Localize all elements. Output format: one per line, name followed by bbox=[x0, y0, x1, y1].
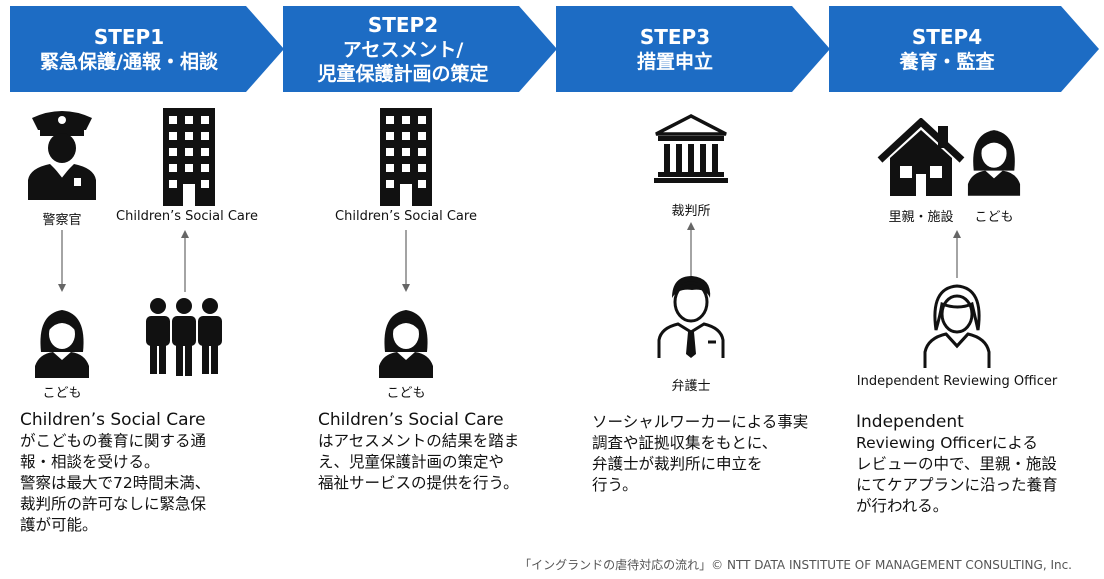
arrow-up-iro-to-foster bbox=[953, 230, 961, 278]
step1-subtitle: 緊急保護/通報・相談 bbox=[40, 50, 218, 73]
court-label: 裁判所 bbox=[671, 204, 711, 219]
step2-banner: STEP2 アセスメント/ 児童保護計画の策定 bbox=[283, 6, 557, 92]
step4-banner: STEP4 養育・監査 bbox=[829, 6, 1099, 92]
social-care-label-2: Children’s Social Care bbox=[335, 209, 477, 224]
step1-banner: STEP1 緊急保護/通報・相談 bbox=[10, 6, 284, 92]
step3-subtitle: 措置申立 bbox=[636, 50, 713, 73]
social-care-label-1: Children’s Social Care bbox=[116, 209, 258, 224]
step4-description: Independent Reviewing Officerによる レビューの中で… bbox=[856, 412, 1058, 515]
step1-description: Children’s Social Care がこどもの養育に関する通 報・相談… bbox=[20, 410, 211, 534]
step1-arrow-shape bbox=[10, 6, 284, 92]
child-icon bbox=[35, 310, 89, 378]
iro-label: Independent Reviewing Officer bbox=[856, 374, 1058, 389]
copyright-footer: 「イングランドの虐待対応の流れ」© NTT DATA INSTITUTE OF … bbox=[519, 558, 1072, 572]
step2-arrow-shape bbox=[283, 6, 557, 92]
child-icon-2 bbox=[379, 310, 433, 378]
child-label-1: こども bbox=[42, 386, 82, 401]
child-label-2: こども bbox=[386, 386, 426, 401]
step3-description: ソーシャルワーカーによる事実 調査や証拠収集をもとに、 弁護士が裁判所に申立を … bbox=[592, 413, 809, 494]
foster-label: 里親・施設 bbox=[888, 210, 954, 225]
step2-subtitle-line2: 児童保護計画の策定 bbox=[317, 62, 489, 85]
step4-arrow-shape bbox=[829, 6, 1099, 92]
office-building-icon-2 bbox=[380, 108, 432, 206]
step1-title: STEP1 bbox=[93, 24, 165, 49]
step4-title: STEP4 bbox=[911, 24, 983, 49]
courthouse-icon bbox=[654, 114, 728, 183]
lawyer-label: 弁護士 bbox=[671, 379, 711, 394]
lawyer-icon bbox=[657, 276, 725, 358]
step3-arrow-shape bbox=[556, 6, 830, 92]
office-building-icon bbox=[163, 108, 215, 206]
arrow-down-social-care-to-child bbox=[402, 230, 410, 292]
child-label-3: こども bbox=[974, 210, 1014, 225]
step2-subtitle-line1: アセスメント/ bbox=[342, 38, 464, 61]
step2-title: STEP2 bbox=[367, 12, 439, 37]
house-icon bbox=[877, 118, 965, 196]
arrow-up-lawyer-to-court bbox=[687, 222, 695, 282]
step4-subtitle: 養育・監査 bbox=[899, 50, 995, 73]
step3-title: STEP3 bbox=[639, 24, 711, 49]
police-officer-icon bbox=[28, 111, 96, 200]
reviewing-officer-icon bbox=[923, 284, 991, 368]
family-group-icon bbox=[146, 298, 222, 376]
arrow-down-police-to-child bbox=[58, 230, 66, 292]
child-icon-3 bbox=[967, 130, 1021, 196]
police-label: 警察官 bbox=[42, 213, 82, 228]
arrow-up-family-to-social-care bbox=[181, 230, 189, 292]
step2-description: Children’s Social Care はアセスメントの結果を踏ま え、児… bbox=[318, 410, 520, 492]
step3-banner: STEP3 措置申立 bbox=[556, 6, 830, 92]
